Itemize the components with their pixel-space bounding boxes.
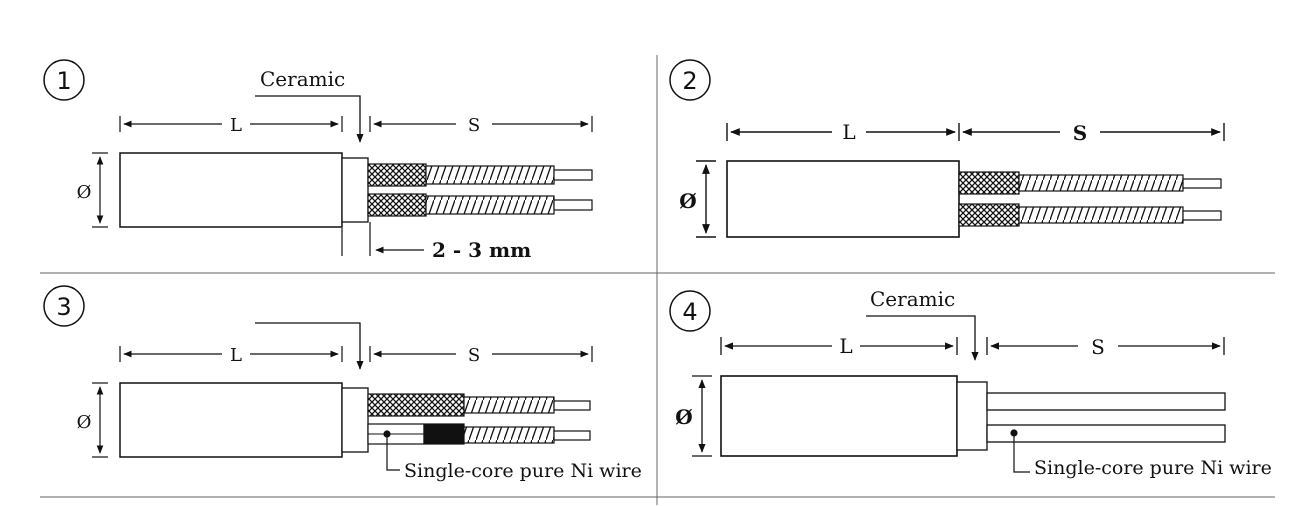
fiberglass-insulation <box>425 165 555 185</box>
diameter-label: Ø <box>675 405 692 429</box>
braided-sleeve <box>367 193 427 217</box>
diameter-dimension <box>692 375 712 457</box>
panel-2: 2 L S Ø <box>669 59 1225 238</box>
gap-dimension <box>341 222 424 256</box>
length-label: L <box>230 115 242 136</box>
fiberglass-insulation <box>463 396 555 414</box>
sheath-label: S <box>1091 335 1105 359</box>
lead-wires <box>367 163 593 217</box>
bare-wire-end <box>553 430 591 441</box>
fiberglass-insulation <box>463 426 555 444</box>
length-label: L <box>839 334 852 358</box>
heater-body <box>726 160 960 238</box>
heater-body <box>720 375 958 457</box>
bare-wire-end <box>553 169 593 181</box>
ceramic-leader <box>255 95 364 143</box>
panel-dividers <box>40 55 1275 505</box>
sheath-dimension <box>962 123 1225 141</box>
sheath-label: S <box>468 115 480 136</box>
diameter-label: Ø <box>77 182 92 203</box>
lead-wires <box>958 171 1222 227</box>
panel-1: 1 Ceramic L S Ø <box>43 59 593 262</box>
ceramic-leader <box>255 322 364 370</box>
sheath-dimension <box>369 346 593 362</box>
bare-wire-end <box>1182 210 1222 221</box>
panel-number: 3 <box>56 293 71 321</box>
fiberglass-insulation <box>1018 206 1184 224</box>
ceramic-label: Ceramic <box>870 287 955 311</box>
lead-wires <box>986 392 1226 443</box>
length-label: L <box>842 120 855 144</box>
sheath-label: S <box>468 345 480 366</box>
fiberglass-insulation <box>1018 174 1184 192</box>
ni-wire-leader <box>1010 429 1030 473</box>
panel-number-badge <box>669 59 711 101</box>
panel-number-badge <box>669 290 711 332</box>
bare-wire-end <box>553 199 593 211</box>
fiberglass-insulation <box>425 195 555 215</box>
braided-sleeve <box>367 163 427 187</box>
braided-sleeve <box>367 393 465 417</box>
diameter-dimension <box>92 152 108 228</box>
length-dimension <box>720 337 958 355</box>
diameter-dimension <box>92 382 108 458</box>
heater-body <box>119 152 343 228</box>
sheath-dimension <box>369 116 593 132</box>
panel-3: 3 L S Ø <box>43 285 642 482</box>
panel-4: 4 Ceramic L S Ø <box>669 287 1272 479</box>
ni-wire-leader <box>383 430 400 471</box>
length-dimension <box>726 123 960 141</box>
braided-sleeve <box>958 203 1020 227</box>
ceramic-leader <box>866 315 979 361</box>
panel-number-badge <box>43 285 85 327</box>
diameter-dimension <box>696 160 716 238</box>
panel-number: 1 <box>56 67 71 95</box>
panel-number: 4 <box>682 298 697 326</box>
sheath-dimension <box>986 337 1225 355</box>
length-dimension <box>119 116 343 132</box>
ceramic-insulator <box>341 157 369 223</box>
length-label: L <box>230 345 242 366</box>
ceramic-insulator <box>341 387 369 453</box>
lead-wires <box>367 393 591 445</box>
braided-sleeve <box>958 171 1020 195</box>
ni-wire <box>986 392 1226 411</box>
sheath-label: S <box>1073 121 1087 145</box>
ceramic-label: Ceramic <box>260 67 345 91</box>
diameter-label: Ø <box>77 412 92 433</box>
bare-wire-end <box>553 400 591 411</box>
heater-body <box>119 382 343 458</box>
length-dimension <box>119 346 343 362</box>
bare-wire-end <box>1182 178 1222 189</box>
ni-wire <box>986 424 1226 443</box>
ni-wire-label: Single-core pure Ni wire <box>1034 457 1272 479</box>
ceramic-insulator <box>956 381 988 451</box>
gap-label: 2 - 3 mm <box>432 238 531 262</box>
diameter-label: Ø <box>679 189 696 213</box>
panel-number: 2 <box>682 67 697 95</box>
ni-wire-label: Single-core pure Ni wire <box>404 460 642 482</box>
panel-number-badge <box>43 59 85 101</box>
crimp-connector <box>423 423 465 445</box>
